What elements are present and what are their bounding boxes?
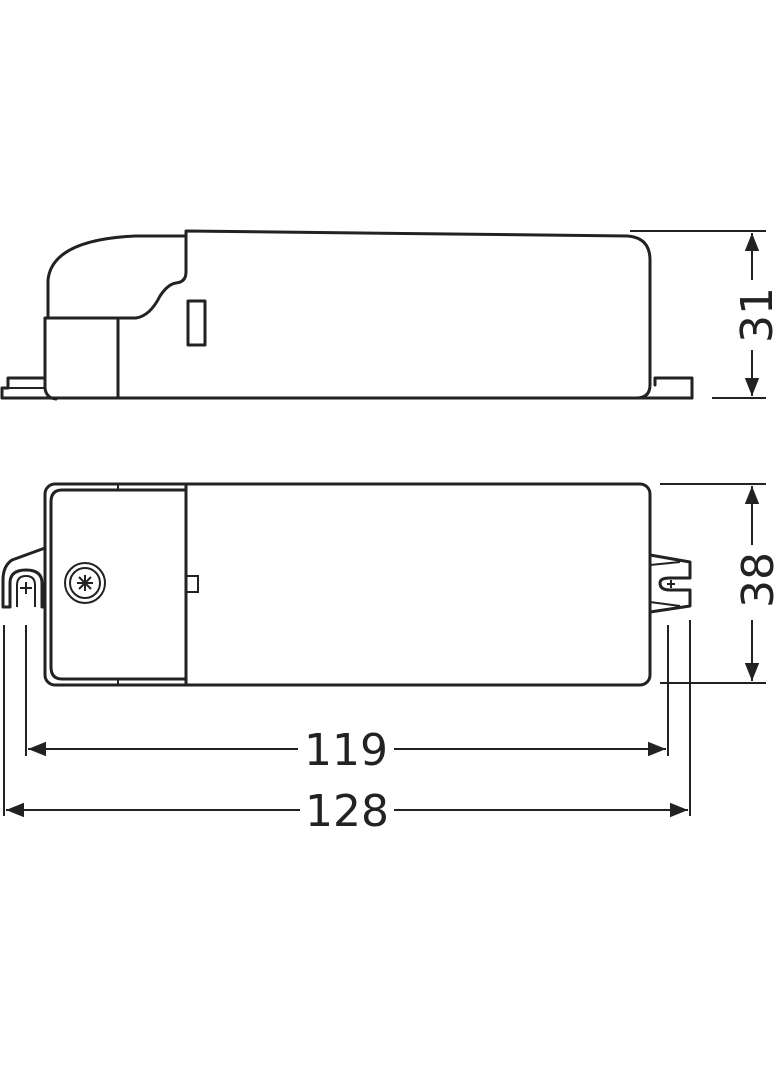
screw-icon [64,562,106,604]
dimension-mounting: 119 [28,725,666,776]
dimension-width: 38 [660,483,784,684]
terminal-right [648,553,692,614]
extension-lines [3,620,691,816]
dimension-label-38: 38 [733,552,784,608]
dimension-label-128: 128 [305,786,389,837]
terminal-left [1,546,47,609]
dimension-label-119: 119 [304,725,388,776]
slot [186,299,207,347]
dimension-height: 31 [630,230,783,399]
side-view [0,229,694,401]
top-view [1,482,692,687]
dimension-length: 128 [6,786,688,837]
dimension-label-31: 31 [732,287,783,343]
